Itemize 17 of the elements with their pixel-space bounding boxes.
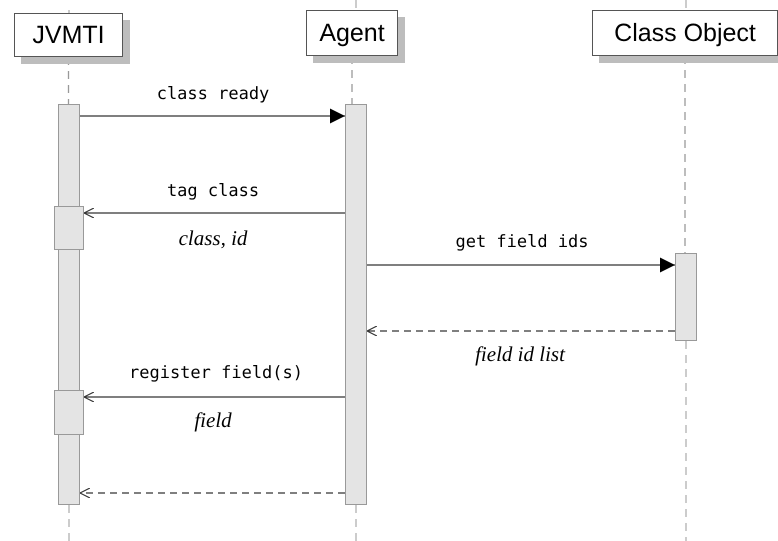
edge-label: tag class xyxy=(166,181,260,201)
message-arrow xyxy=(83,207,345,219)
edge-label: get field ids xyxy=(455,232,589,252)
return-arrow xyxy=(79,487,345,499)
return-arrow xyxy=(366,325,675,337)
activation-bar xyxy=(345,104,367,505)
activation-bar xyxy=(54,206,84,250)
edge-label: field id list xyxy=(475,342,565,366)
edge-label: register field(s) xyxy=(129,363,303,383)
message-arrow xyxy=(367,258,675,272)
activation-bar xyxy=(675,253,697,341)
parameter-label: class, id xyxy=(178,226,248,250)
edge-label: class ready xyxy=(156,84,270,104)
message-arrow xyxy=(83,391,345,403)
parameter-label: field xyxy=(194,408,232,432)
message-arrow xyxy=(80,108,345,124)
activation-bar xyxy=(54,390,84,435)
